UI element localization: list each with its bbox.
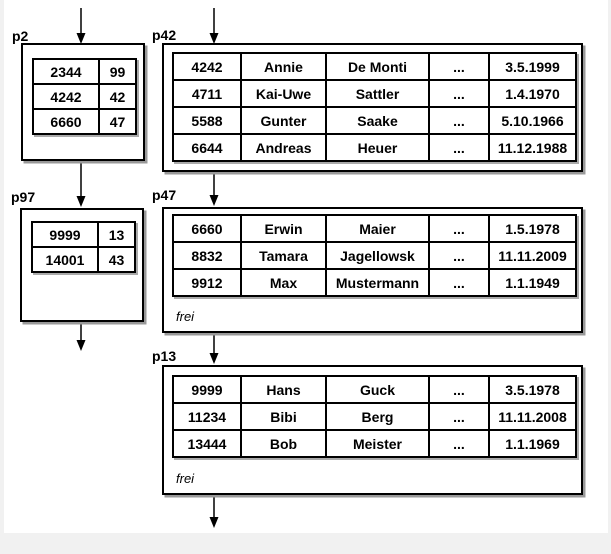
table-cell: 6660 [32,108,100,135]
table-cell: 13 [97,221,136,248]
page-label-p2: p2 [12,28,29,44]
free-space-label-p13: frei [176,471,195,486]
table-cell: 4242 [32,83,100,110]
table-cell: Gunter [240,106,327,135]
table-cell: 9999 [31,221,99,248]
table-cell: 6644 [172,133,242,162]
table-cell: Andreas [240,133,327,162]
table-cell: Bob [240,429,327,458]
table-cell: 11.11.2008 [488,402,577,431]
table-cell: ... [428,133,490,162]
table-cell: Erwin [240,214,327,243]
table-cell: Bibi [240,402,327,431]
table-cell: Kai-Uwe [240,79,327,108]
table-cell: 1.4.1970 [488,79,577,108]
free-space-label-p47: frei [176,309,195,324]
table-cell: 3.5.1999 [488,52,577,81]
table-cell: Guck [325,375,430,404]
table-cell: 4242 [172,52,242,81]
table-cell: ... [428,214,490,243]
table-cell: Max [240,268,327,297]
table-cell: 43 [97,246,136,273]
table-cell: ... [428,268,490,297]
table-cell: ... [428,241,490,270]
table-cell: Jagellowsk [325,241,430,270]
table-cell: Tamara [240,241,327,270]
page-label-p13: p13 [152,348,177,364]
table-cell: Heuer [325,133,430,162]
table-cell: 3.5.1978 [488,375,577,404]
table-cell: 9912 [172,268,242,297]
table-cell: 1.1.1969 [488,429,577,458]
table-cell: 1.1.1949 [488,268,577,297]
table-cell: 11234 [172,402,242,431]
table-cell: Meister [325,429,430,458]
table-cell: ... [428,106,490,135]
table-cell: 47 [98,108,137,135]
table-cell: 99 [98,58,137,85]
table-cell: Berg [325,402,430,431]
table-cell: ... [428,375,490,404]
table-cell: ... [428,52,490,81]
table-cell: 1.5.1978 [488,214,577,243]
table-cell: Saake [325,106,430,135]
table-cell: 5.10.1966 [488,106,577,135]
table-cell: 8832 [172,241,242,270]
table-cell: 2344 [32,58,100,85]
table-cell: ... [428,429,490,458]
page-label-p42: p42 [152,27,177,43]
table-cell: 11.11.2009 [488,241,577,270]
page-label-p47: p47 [152,187,177,203]
table-cell: 13444 [172,429,242,458]
table-cell: 5588 [172,106,242,135]
table-cell: ... [428,402,490,431]
page-label-p97: p97 [11,189,36,205]
table-cell: 14001 [31,246,99,273]
table-cell: Mustermann [325,268,430,297]
table-cell: 6660 [172,214,242,243]
table-cell: 11.12.1988 [488,133,577,162]
table-cell: De Monti [325,52,430,81]
table-cell: Hans [240,375,327,404]
table-cell: Sattler [325,79,430,108]
table-cell: Maier [325,214,430,243]
table-cell: Annie [240,52,327,81]
table-cell: ... [428,79,490,108]
table-cell: 42 [98,83,137,110]
table-cell: 9999 [172,375,242,404]
table-cell: 4711 [172,79,242,108]
